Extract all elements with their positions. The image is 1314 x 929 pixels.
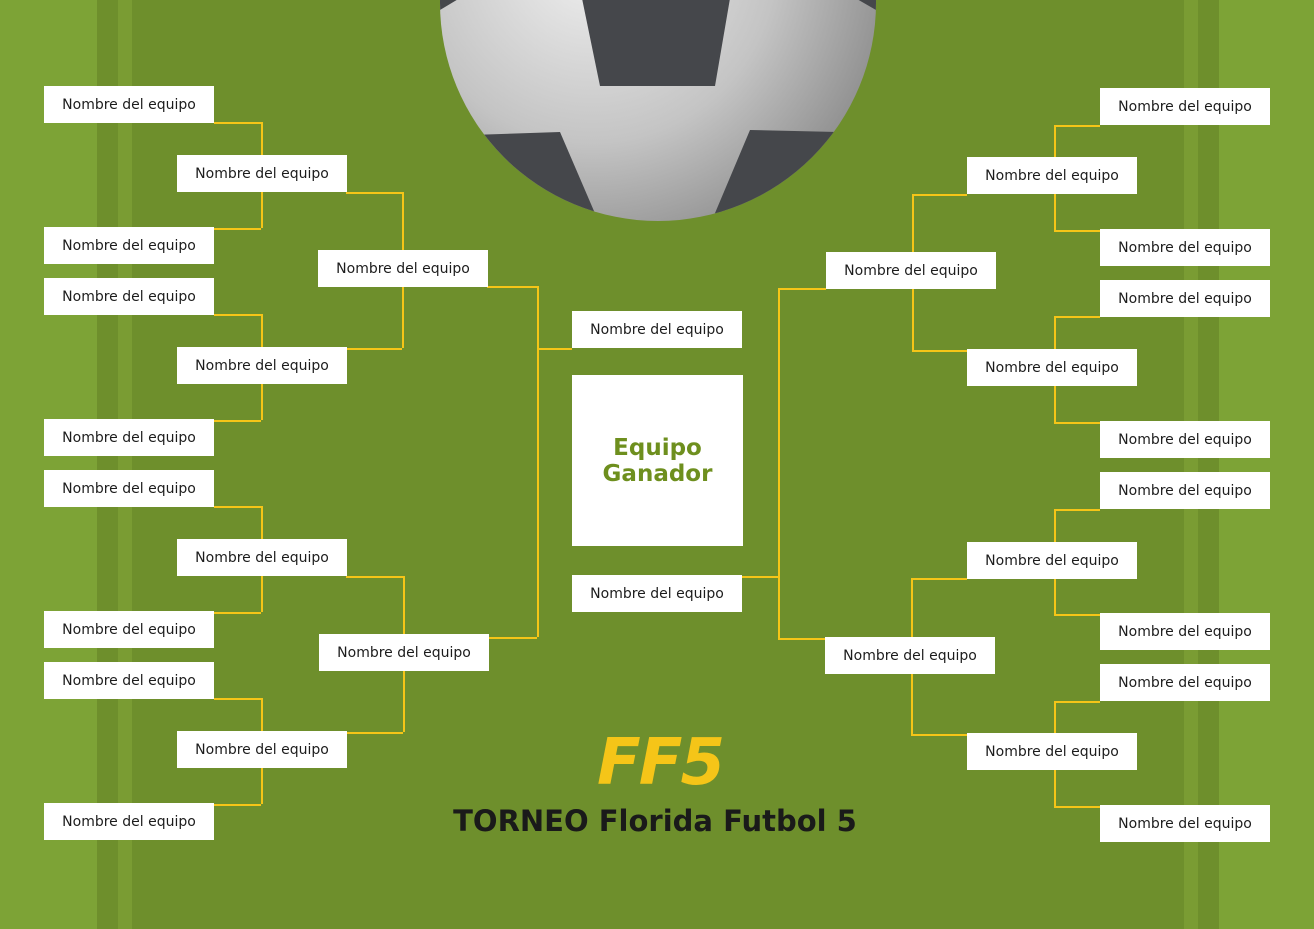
- bracket-connector: [912, 194, 967, 196]
- bracket-connector: [214, 804, 261, 806]
- winner-label: Equipo Ganador: [602, 434, 713, 487]
- bracket-connector: [537, 348, 572, 350]
- team-slot[interactable]: Nombre del equipo: [177, 539, 347, 576]
- team-slot[interactable]: Nombre del equipo: [825, 637, 995, 674]
- bracket-connector: [346, 732, 403, 734]
- bracket-connector: [1054, 806, 1100, 808]
- team-slot[interactable]: Nombre del equipo: [177, 731, 347, 768]
- team-slot[interactable]: Nombre del equipo: [177, 347, 347, 384]
- winner-box: Equipo Ganador: [572, 375, 743, 546]
- team-slot[interactable]: Nombre del equipo: [177, 155, 347, 192]
- bracket-connector: [742, 576, 778, 578]
- bracket-connector: [214, 612, 261, 614]
- bracket-connector: [214, 506, 261, 508]
- bracket-connector: [489, 637, 537, 639]
- bracket-connector: [346, 348, 402, 350]
- bracket-connector: [778, 638, 825, 640]
- bracket-connector: [778, 288, 826, 290]
- team-slot[interactable]: Nombre del equipo: [967, 349, 1137, 386]
- field-stripe-right: [1184, 0, 1198, 929]
- logo-text: FF5: [597, 726, 725, 800]
- bracket-connector: [487, 286, 537, 288]
- team-slot[interactable]: Nombre del equipo: [44, 470, 214, 507]
- bracket-connector: [346, 576, 403, 578]
- bracket-connector: [214, 228, 261, 230]
- team-slot[interactable]: Nombre del equipo: [1100, 664, 1270, 701]
- team-slot[interactable]: Nombre del equipo: [318, 250, 488, 287]
- team-slot[interactable]: Nombre del equipo: [319, 634, 489, 671]
- team-slot[interactable]: Nombre del equipo: [572, 311, 742, 348]
- bracket-connector: [1054, 701, 1100, 703]
- bracket-connector: [346, 192, 402, 194]
- tournament-title: TORNEO Florida Futbol 5: [453, 804, 857, 838]
- bracket-connector: [1054, 230, 1100, 232]
- team-slot[interactable]: Nombre del equipo: [967, 733, 1137, 770]
- team-slot[interactable]: Nombre del equipo: [1100, 280, 1270, 317]
- team-slot[interactable]: Nombre del equipo: [1100, 472, 1270, 509]
- bracket-connector: [1054, 614, 1100, 616]
- bracket-connector: [1054, 509, 1100, 511]
- team-slot[interactable]: Nombre del equipo: [1100, 421, 1270, 458]
- field-stripe-left: [118, 0, 132, 929]
- bracket-connector: [1054, 125, 1100, 127]
- soccer-ball-icon: [440, 0, 876, 221]
- team-slot[interactable]: Nombre del equipo: [572, 575, 742, 612]
- bracket-connector: [1054, 316, 1100, 318]
- team-slot[interactable]: Nombre del equipo: [44, 611, 214, 648]
- bracket-connector: [214, 122, 261, 124]
- team-slot[interactable]: Nombre del equipo: [44, 86, 214, 123]
- bracket-connector: [214, 420, 261, 422]
- team-slot[interactable]: Nombre del equipo: [44, 803, 214, 840]
- bracket-connector: [1054, 422, 1100, 424]
- team-slot[interactable]: Nombre del equipo: [44, 227, 214, 264]
- bracket-connector: [214, 698, 261, 700]
- bracket-connector: [778, 288, 780, 638]
- team-slot[interactable]: Nombre del equipo: [967, 157, 1137, 194]
- bracket-connector: [214, 314, 261, 316]
- team-slot[interactable]: Nombre del equipo: [44, 662, 214, 699]
- team-slot[interactable]: Nombre del equipo: [826, 252, 996, 289]
- team-slot[interactable]: Nombre del equipo: [44, 278, 214, 315]
- team-slot[interactable]: Nombre del equipo: [1100, 88, 1270, 125]
- team-slot[interactable]: Nombre del equipo: [1100, 805, 1270, 842]
- team-slot[interactable]: Nombre del equipo: [967, 542, 1137, 579]
- team-slot[interactable]: Nombre del equipo: [1100, 613, 1270, 650]
- team-slot[interactable]: Nombre del equipo: [44, 419, 214, 456]
- bracket-connector: [537, 286, 539, 637]
- bracket-connector: [911, 578, 967, 580]
- logo: FF5: [560, 726, 760, 800]
- team-slot[interactable]: Nombre del equipo: [1100, 229, 1270, 266]
- bracket-connector: [911, 734, 967, 736]
- bracket-connector: [912, 350, 967, 352]
